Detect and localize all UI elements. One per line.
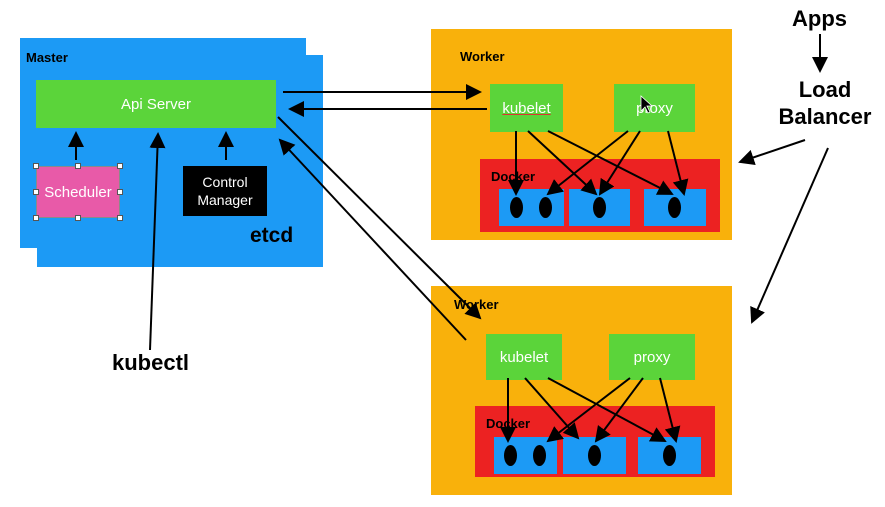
selection-handle[interactable] (117, 163, 123, 169)
proxy1-pod-arrow (598, 130, 641, 196)
selection-handle[interactable] (117, 189, 123, 195)
docker-1-title: Docker (491, 169, 536, 184)
selection-handle[interactable] (33, 189, 39, 195)
selection-handle[interactable] (75, 163, 81, 169)
load-balancer: Load Balancer (772, 76, 878, 130)
apps-label: Apps (792, 6, 847, 31)
load-balancer-to-worker1-arrow (738, 139, 806, 166)
kubelet-2: kubelet (486, 334, 562, 380)
kubectl-label: kubectl (112, 350, 190, 375)
selection-handle[interactable] (75, 215, 81, 221)
control-manager: Control Manager (183, 166, 267, 216)
proxy1-pod-arrow (546, 130, 629, 196)
mouse-cursor-icon (640, 95, 654, 114)
kubectl-to-api-arrow (149, 132, 166, 351)
pod (644, 189, 706, 226)
proxy-2: proxy (609, 334, 695, 380)
api-server: Api Server (36, 80, 276, 128)
api-to-kubelet2-arrow (277, 116, 482, 320)
control-manager-line1: Control (202, 174, 248, 190)
selection-handle[interactable] (33, 215, 39, 221)
master-title: Master (26, 50, 68, 65)
kubelet2-to-api-arrow (278, 138, 467, 341)
load-balancer-line1: Load (798, 77, 852, 102)
pod (563, 437, 626, 474)
proxy1-pod-arrow (667, 130, 689, 196)
load-balancer-to-worker2-arrow (750, 147, 829, 324)
pod (638, 437, 701, 474)
scheduler[interactable]: Scheduler (36, 166, 120, 218)
pod (569, 189, 630, 226)
worker-1-title: Worker (460, 49, 505, 64)
kubelet-1: kubelet (490, 84, 563, 132)
selection-handle[interactable] (117, 215, 123, 221)
proxy2-pod-arrow (594, 377, 644, 443)
etcd-label: etcd (250, 224, 294, 247)
kubelet2-pod-arrow (524, 377, 580, 440)
selection-handle[interactable] (33, 163, 39, 169)
kubelet1-pod-arrow (547, 130, 674, 195)
kubelet2-pod-arrow (547, 377, 667, 442)
kubelet1-pod-arrow (527, 130, 598, 196)
control-manager-line2: Manager (197, 192, 253, 208)
proxy2-pod-arrow (546, 377, 631, 443)
proxy-1: proxy (614, 84, 695, 132)
proxy2-pod-arrow (659, 377, 681, 443)
pod (494, 437, 557, 474)
load-balancer-line2: Balancer (778, 104, 872, 129)
